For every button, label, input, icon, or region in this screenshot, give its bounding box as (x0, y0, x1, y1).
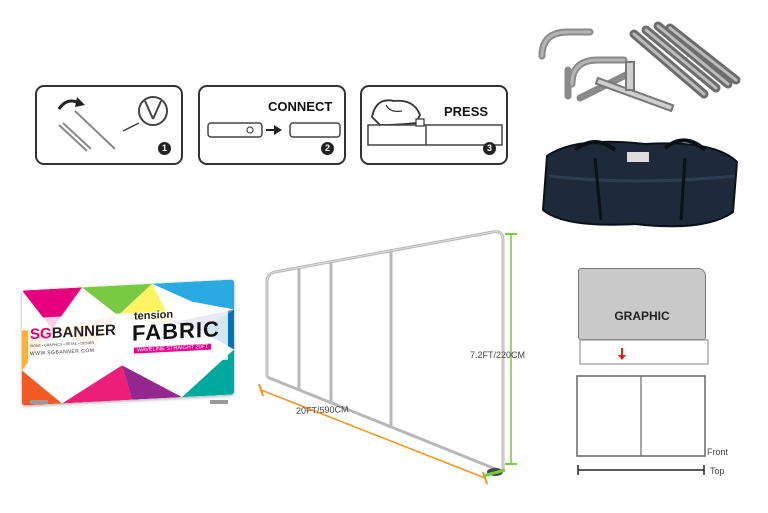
step-2-box: CONNECT 2 (198, 85, 346, 165)
tension-fabric-banner: SGBANNER SIGNS • GRAPHICS • RETAIL • DES… (22, 279, 234, 406)
banner-feet (30, 400, 228, 404)
frame-dimension-drawing (258, 230, 517, 485)
top-label: Top (710, 466, 725, 476)
width-dimension-label: 20FT/590CM (295, 404, 349, 416)
step-1-box: 1 (35, 85, 183, 165)
brand-rest: BANNER (51, 321, 116, 342)
carry-bag-image (541, 138, 739, 228)
height-dimension-label: 7.2FT/220CM (470, 350, 526, 360)
step-3-box: PRESS 3 (360, 85, 508, 165)
step-press-label: PRESS (444, 104, 489, 119)
assembly-pole-icon (57, 96, 168, 152)
graphic-insert-diagram (576, 339, 709, 457)
step-connect-label: CONNECT (268, 99, 333, 114)
top-view-line (577, 465, 705, 475)
frame-tubes-image (538, 21, 741, 113)
banner-background-art (22, 279, 234, 406)
brand-sg: SG (30, 324, 52, 344)
step-number-badge: 1 (158, 142, 171, 155)
front-label: Front (707, 447, 729, 457)
connect-tubes-icon (207, 122, 341, 138)
press-hand-icon (367, 99, 503, 146)
title-big: FABRIC (132, 316, 220, 346)
step-number-badge: 3 (483, 142, 496, 155)
step-number-badge: 2 (321, 142, 334, 155)
graphic-label: GRAPHIC (614, 309, 670, 323)
graphic-panel: GRAPHIC (578, 268, 706, 340)
